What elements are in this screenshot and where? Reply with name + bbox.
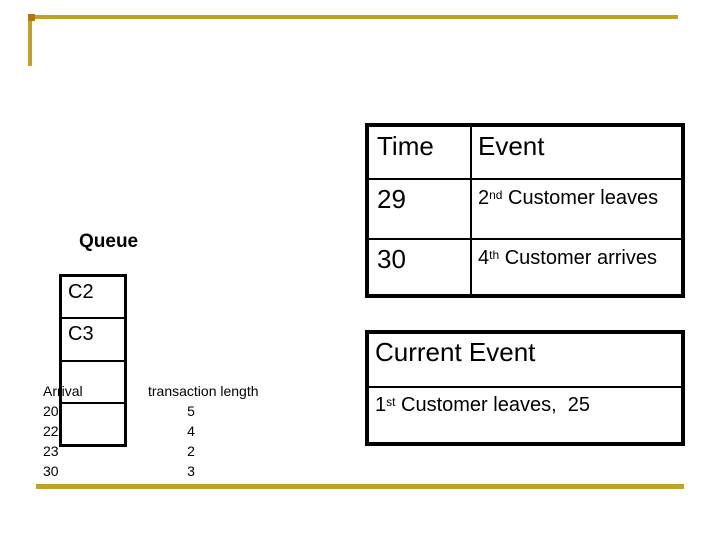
transaction-value: 5 — [187, 403, 195, 419]
event-table: Time Event 29 2nd Customer leaves 30 4th… — [365, 123, 685, 298]
queue-cell — [62, 362, 124, 404]
time-cell: 29 — [369, 180, 472, 238]
event-cell: 2nd Customer leaves — [472, 180, 681, 238]
bottom-accent-line — [36, 484, 684, 489]
event-ordinal-suffix: th — [489, 247, 500, 262]
current-event-text: Customer leaves, 25 — [395, 394, 590, 416]
event-table-row: 30 4th Customer arrives — [369, 240, 681, 294]
event-cell: 4th Customer arrives — [472, 240, 681, 294]
arrival-header: Arrival — [43, 383, 83, 399]
current-event-ordinal-suffix: st — [386, 394, 396, 409]
transaction-value: 2 — [187, 443, 195, 459]
queue-cell: C2 — [62, 277, 124, 320]
event-table-row: 29 2nd Customer leaves — [369, 180, 681, 240]
transaction-length-header: transaction length — [148, 383, 259, 399]
arrival-value: 20 — [43, 403, 59, 419]
left-accent-line — [28, 15, 32, 66]
transaction-value: 3 — [187, 463, 195, 479]
queue-table: C2 C3 — [59, 274, 127, 447]
current-event-box: Current Event 1st Customer leaves, 25 — [365, 330, 685, 446]
event-text: Customer arrives — [499, 247, 657, 269]
current-event-title: Current Event — [369, 334, 681, 388]
transaction-value: 4 — [187, 423, 195, 439]
current-event-entry: 1st Customer leaves, 25 — [369, 388, 681, 442]
event-column-header: Event — [478, 131, 545, 161]
event-ordinal-suffix: nd — [489, 187, 503, 202]
arrival-value: 23 — [43, 443, 59, 459]
arrival-column: Arrival 20 22 23 30 — [43, 381, 83, 481]
event-ordinal: 4 — [478, 247, 490, 269]
time-column-header: Time — [369, 127, 472, 178]
time-cell: 30 — [369, 240, 472, 294]
transaction-length-column: 5 4 2 3 — [163, 401, 219, 481]
arrival-value: 30 — [43, 463, 59, 479]
top-accent-line — [28, 15, 678, 19]
event-table-header-row: Time Event — [369, 127, 681, 180]
event-ordinal: 2 — [478, 187, 490, 209]
queue-cell: C3 — [62, 319, 124, 362]
arrival-value: 22 — [43, 423, 59, 439]
queue-cell — [62, 404, 124, 444]
corner-accent-square — [28, 14, 35, 21]
queue-label: Queue — [79, 231, 139, 252]
event-text: Customer leaves — [502, 187, 659, 209]
current-event-ordinal: 1 — [375, 394, 387, 416]
